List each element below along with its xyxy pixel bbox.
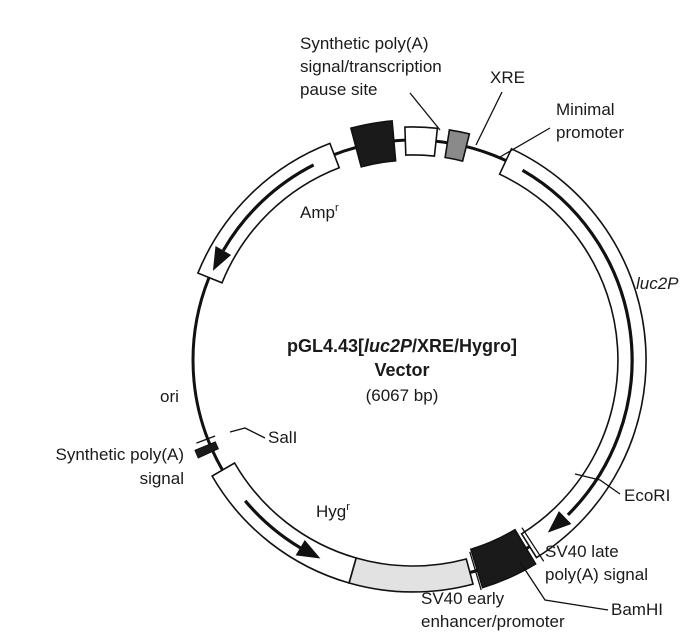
- bamhi-site-tick: [469, 551, 482, 591]
- polya-top-leader: [409, 92, 441, 131]
- ecori-label: EcoRI: [624, 486, 670, 505]
- xre-element: [404, 126, 439, 157]
- synthetic-polya-pause-site: [349, 120, 397, 168]
- polya-top-label-3: pause site: [300, 80, 378, 99]
- amp-resistance-gene: [196, 142, 341, 284]
- sv40-late-polya: [469, 528, 537, 589]
- minimal-promoter-label-1: Minimal: [556, 100, 615, 119]
- hyg-resistance-gene: [211, 461, 358, 584]
- sv40-early-label-1: SV40 early: [421, 589, 505, 608]
- ori-label: ori: [160, 387, 179, 406]
- sali-site-tick: [196, 435, 216, 444]
- luc2p-label: luc2P: [636, 274, 679, 293]
- vector-name-line2: Vector: [374, 360, 429, 380]
- luc2p-direction-arrow: [521, 168, 634, 517]
- sv40-early-label-2: enhancer/promoter: [421, 612, 565, 631]
- vector-size: (6067 bp): [366, 386, 439, 405]
- amp-direction-arrow: [221, 163, 315, 252]
- synthetic-polya-signal-bar: [194, 441, 219, 459]
- ecori-leader: [574, 473, 621, 495]
- polya-left-label-1: Synthetic poly(A): [56, 445, 185, 464]
- vector-name: pGL4.43[luc2P/XRE/Hygro]: [287, 336, 517, 356]
- xre-label: XRE: [490, 68, 525, 87]
- sali-leader: [229, 427, 266, 439]
- sv40-early-promoter: [348, 557, 474, 593]
- polya-top-label-2: signal/transcription: [300, 57, 442, 76]
- polya-top-label-1: Synthetic poly(A): [300, 34, 429, 53]
- sali-label: SalI: [268, 428, 297, 447]
- xre-leader: [475, 91, 503, 146]
- minimal-promoter-leader: [499, 127, 551, 158]
- sv40-late-label-1: SV40 late: [545, 542, 619, 561]
- minimal-promoter: [444, 128, 471, 163]
- bamhi-leader: [519, 561, 609, 611]
- polya-left-label-2: signal: [140, 469, 184, 488]
- amp-label: Ampr: [300, 202, 339, 222]
- amp-arrowhead: [212, 246, 232, 271]
- bamhi-label: BamHI: [611, 600, 663, 619]
- ecori-site-tick: [521, 527, 545, 562]
- hyg-arrowhead: [295, 540, 321, 559]
- hyg-label: Hygr: [316, 501, 350, 521]
- luc2p-arrowhead: [547, 511, 572, 533]
- minimal-promoter-label-2: promoter: [556, 123, 624, 142]
- sv40-late-label-2: poly(A) signal: [545, 565, 648, 584]
